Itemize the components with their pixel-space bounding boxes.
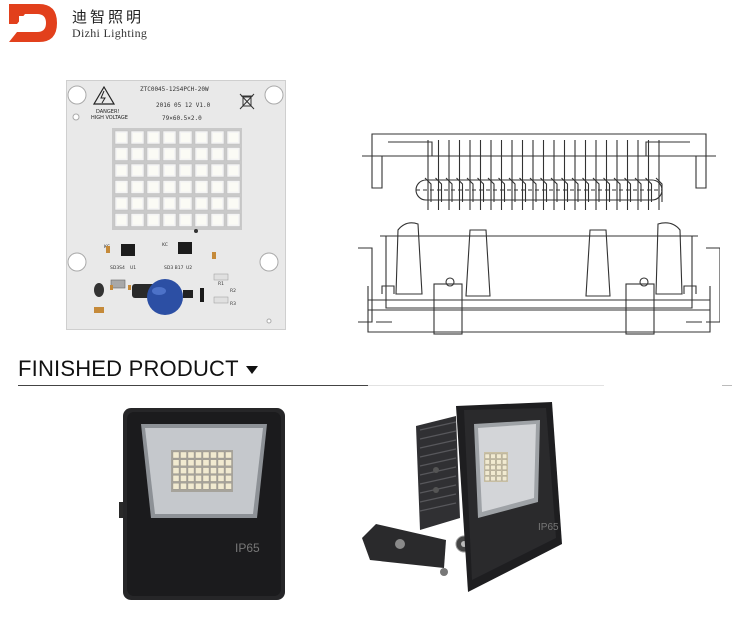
section-divider [368, 385, 604, 386]
pcb-model-label: ZTC0045-12S4PCH-20W [140, 86, 209, 93]
svg-text:U2: U2 [186, 265, 192, 271]
section-divider-end [722, 385, 732, 386]
svg-text:KC: KC [162, 242, 168, 248]
section-title: FINISHED PRODUCT [18, 356, 239, 381]
pcb-size-label: 79×60.5×2.0 [162, 115, 202, 122]
pcb-warning-line2: HIGH VOLTAGE [91, 115, 128, 121]
pcb-date-label: 2016 05 12 V1.0 [156, 102, 211, 109]
svg-text:R1: R1 [218, 281, 224, 287]
svg-text:R3: R3 [230, 301, 236, 307]
dz-logo-icon [9, 4, 57, 42]
svg-text:R2: R2 [230, 288, 236, 294]
svg-text:SD3 B17: SD3 B17 [164, 265, 184, 271]
floodlight-angled-image: IP65 [362, 402, 562, 592]
led-pcb-module-image: DANGER! HIGH VOLTAGE ZTC0045-12S4PCH-20W… [66, 80, 286, 330]
front-ip-rating-label: IP65 [235, 541, 260, 555]
brand-name-cn: 迪智照明 [72, 8, 145, 26]
caret-down-icon [246, 366, 258, 374]
pcb-warning-line1: DANGER! [96, 109, 119, 115]
brand-name-en: Dizhi Lighting [72, 26, 148, 40]
floodlight-front-image: IP65 [119, 408, 285, 600]
weee-bin-icon [239, 93, 255, 110]
svg-text:U1: U1 [130, 265, 136, 271]
led-array [112, 128, 242, 230]
floodlight-technical-drawing [358, 133, 720, 335]
angled-ip-rating-label: IP65 [538, 522, 559, 533]
driver-ic-right: KC SD3 B17 U2 [162, 242, 192, 271]
svg-text:SD3S4: SD3S4 [110, 265, 125, 271]
section-underline [18, 385, 368, 386]
